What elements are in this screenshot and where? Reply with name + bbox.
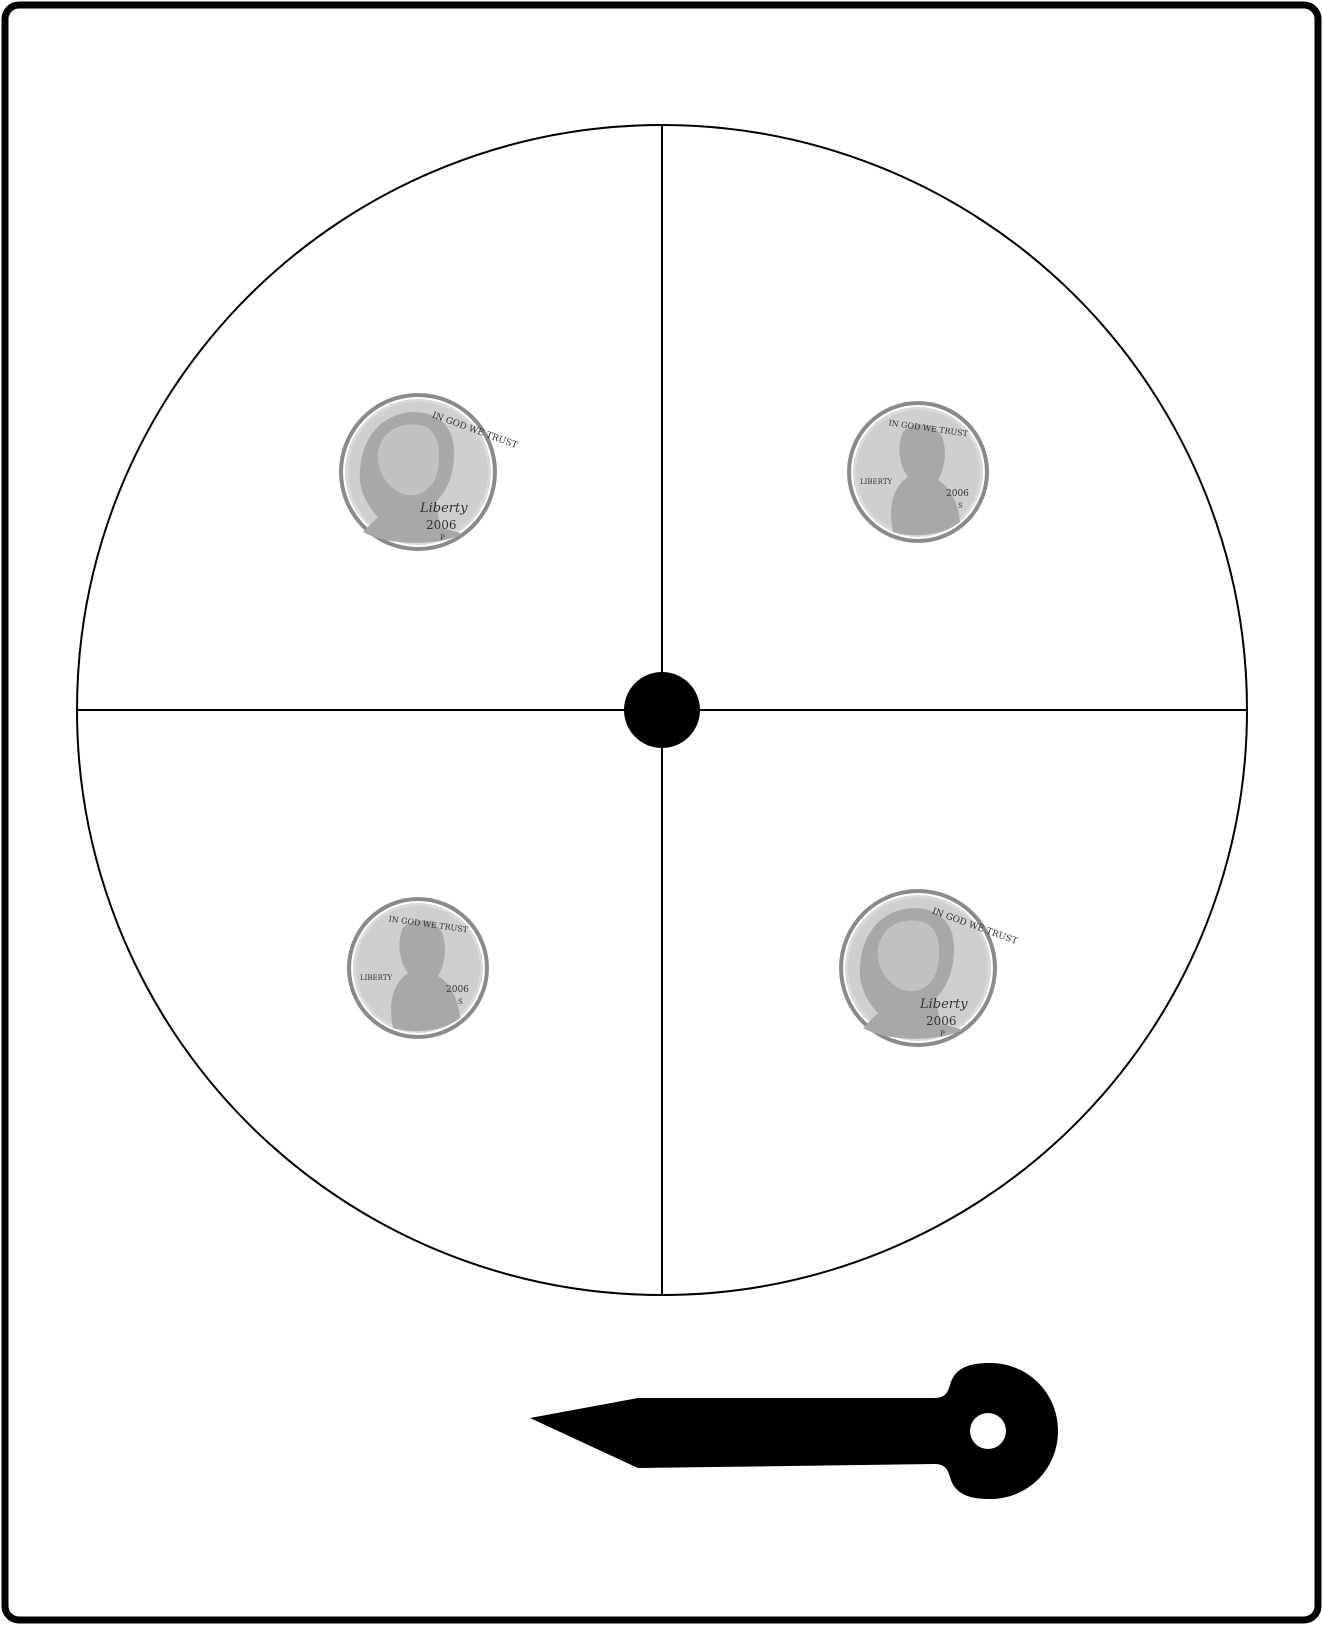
pointer-pivot-hole[interactable]: [970, 1413, 1006, 1449]
coin-liberty: LIBERTY: [860, 478, 892, 486]
coin-liberty: LIBERTY: [360, 974, 392, 982]
coin-mint: P: [940, 1030, 945, 1038]
coin-mint: S: [458, 998, 463, 1006]
coin-mint: P: [440, 534, 445, 542]
coin-year: 2006: [426, 518, 457, 532]
coin-liberty: Liberty: [919, 997, 968, 1012]
coin-mint: S: [958, 502, 963, 510]
coin-year: 2006: [926, 1014, 957, 1028]
spinner-hub: [624, 672, 700, 748]
coin-penny-bottom-left: IN GOD WE TRUST LIBERTY 2006 S: [347, 897, 489, 1039]
coin-liberty: Liberty: [419, 501, 468, 516]
coin-year: 2006: [946, 489, 969, 499]
penny-icon: IN GOD WE TRUST LIBERTY 2006 S: [847, 401, 989, 543]
coin-penny-top-right: IN GOD WE TRUST LIBERTY 2006 S: [847, 401, 989, 543]
penny-icon: IN GOD WE TRUST LIBERTY 2006 S: [347, 897, 489, 1039]
coin-year: 2006: [446, 985, 469, 995]
